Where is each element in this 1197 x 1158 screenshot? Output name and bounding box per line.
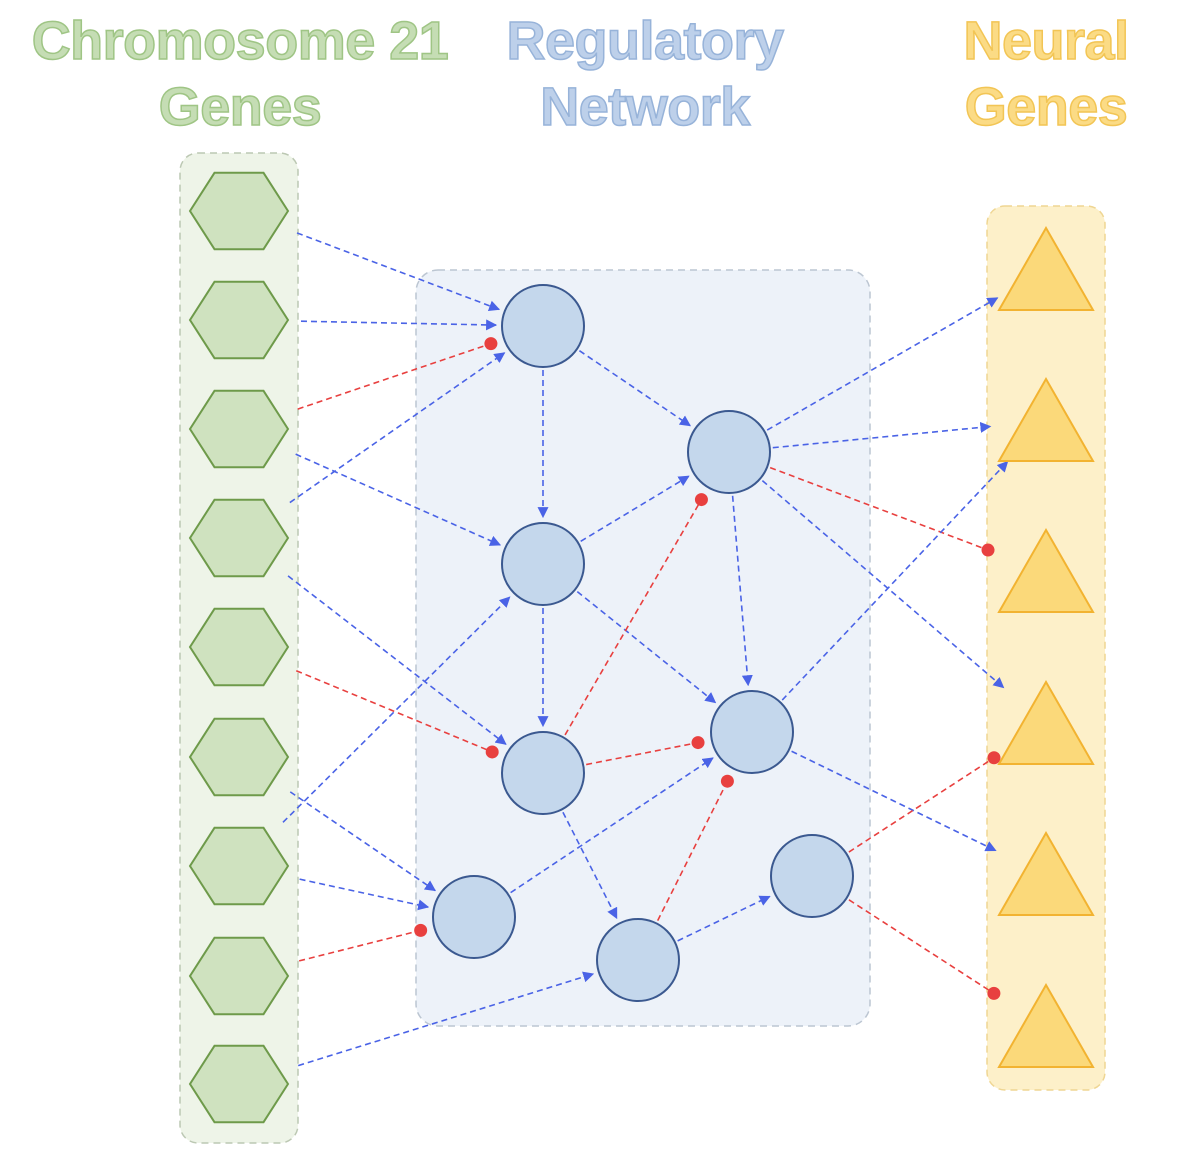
inhibition-edge — [298, 923, 428, 962]
activation-edge — [677, 895, 771, 942]
activation-edge — [772, 421, 992, 449]
regulatory-node-g — [596, 918, 680, 1002]
inhibition-dot — [720, 774, 734, 788]
neural-gene-triangle-6 — [997, 982, 1095, 1068]
inhibition-edge — [848, 751, 1001, 853]
inhibition-edge — [295, 670, 499, 759]
regulatory-node-a — [501, 284, 585, 368]
activation-edge — [510, 757, 714, 894]
chromosome-gene-hexagon-1 — [188, 171, 290, 251]
neural-gene-triangle-1 — [997, 225, 1095, 311]
chromosome-gene-hexagon-4 — [188, 498, 290, 578]
chromosome-gene-hexagon-6 — [188, 717, 290, 797]
title-middle-line2: Network — [539, 76, 751, 138]
activation-edge — [296, 232, 501, 312]
inhibition-edge — [297, 337, 498, 410]
title-chromosome-21-genes: Chromosome 21 Genes — [0, 8, 480, 140]
inhibition-edge — [848, 899, 1001, 1000]
neural-gene-triangle-2 — [997, 376, 1095, 462]
inhibition-dot — [485, 745, 499, 759]
regulatory-node-c — [501, 522, 585, 606]
inhibition-dot — [987, 751, 1001, 765]
activation-edge — [300, 319, 498, 331]
title-right-line1: Neural — [963, 10, 1130, 72]
chromosome-gene-hexagon-8 — [188, 936, 290, 1016]
regulatory-node-f — [432, 875, 516, 959]
activation-edge — [766, 297, 999, 431]
title-left-line1: Chromosome 21 — [31, 10, 450, 72]
inhibition-dot — [414, 923, 428, 937]
inhibition-dot — [987, 986, 1001, 1000]
title-left-line2: Genes — [158, 76, 323, 138]
regulatory-node-d — [501, 731, 585, 815]
title-right-line2: Genes — [964, 76, 1129, 138]
chromosome-gene-hexagon-9 — [188, 1044, 290, 1124]
activation-edge — [287, 575, 507, 745]
activation-edge — [731, 495, 753, 687]
inhibition-dot — [691, 736, 705, 750]
title-middle-line1: Regulatory — [506, 10, 785, 72]
activation-edge — [299, 878, 430, 911]
activation-edge — [578, 350, 691, 427]
chromosome-gene-hexagon-3 — [188, 389, 290, 469]
neural-gene-triangle-5 — [997, 830, 1095, 916]
title-regulatory-network: Regulatory Network — [440, 8, 850, 140]
inhibition-edge — [656, 774, 734, 922]
title-neural-genes: Neural Genes — [930, 8, 1162, 140]
activation-edge — [297, 971, 595, 1067]
neural-gene-triangle-3 — [997, 527, 1095, 613]
activation-edge — [781, 460, 1009, 701]
inhibition-edge — [769, 466, 995, 557]
activation-edge — [282, 596, 511, 823]
chromosome-gene-hexagon-5 — [188, 607, 290, 687]
regulatory-node-b — [687, 410, 771, 494]
inhibition-dot — [981, 543, 995, 557]
activation-edge — [289, 791, 437, 892]
neural-panel — [986, 205, 1106, 1091]
inhibition-edge — [586, 736, 705, 766]
regulatory-node-h — [770, 834, 854, 918]
chromosome-gene-hexagon-7 — [188, 826, 290, 906]
regulatory-node-e — [710, 690, 794, 774]
activation-edge — [761, 480, 1005, 689]
chromosome-gene-hexagon-2 — [188, 280, 290, 360]
inhibition-dot — [694, 493, 708, 507]
activation-edge — [295, 453, 502, 546]
neural-gene-triangle-4 — [997, 679, 1095, 765]
activation-edge — [289, 352, 506, 504]
inhibition-edge — [564, 493, 708, 736]
activation-edge — [791, 750, 997, 852]
inhibition-dot — [484, 337, 498, 351]
activation-edge — [580, 475, 690, 542]
